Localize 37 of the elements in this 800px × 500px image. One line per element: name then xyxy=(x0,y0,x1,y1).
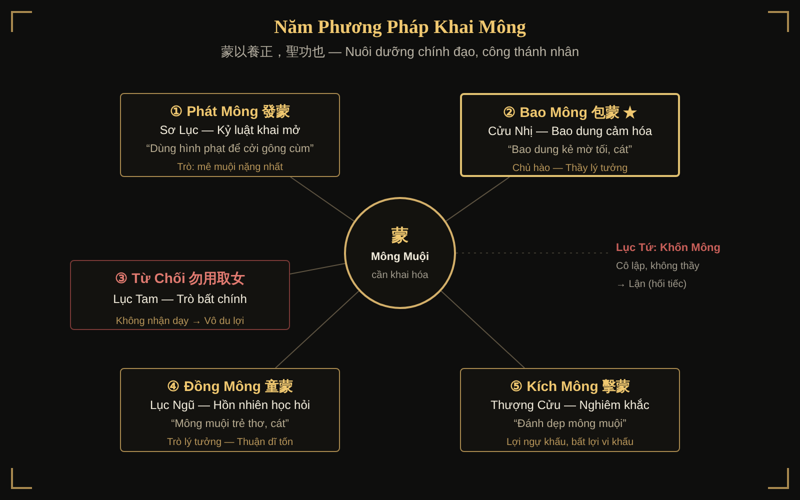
line-subtitle: Sơ Lục — Kỷ luật khai mở xyxy=(160,122,300,139)
note-text: Trò: mê muội nặng nhất xyxy=(177,161,283,175)
side-heading: Lục Tứ: Khốn Mông xyxy=(616,242,720,254)
connector-line xyxy=(274,290,360,368)
line-subtitle: Thượng Cửu — Nghiêm khắc xyxy=(490,397,650,414)
quote-text: “Đánh dẹp mông muội” xyxy=(514,417,626,432)
method-title: ⑤ Kích Mông 擊蒙 xyxy=(510,377,630,395)
method-box xyxy=(120,93,340,177)
method-box xyxy=(460,93,680,177)
method-box xyxy=(120,368,340,452)
connector-line xyxy=(446,176,510,222)
title: Năm Phương Pháp Khai Mông xyxy=(274,16,526,40)
quote-text: “Bao dung kẻ mờ tối, cát” xyxy=(508,143,632,158)
note-text: Lợi ngự khấu, bất lợi vi khấu xyxy=(506,436,634,450)
connector-line xyxy=(290,176,354,222)
connector-line xyxy=(440,290,526,368)
method-title: ② Bao Mông 包蒙 ★ xyxy=(502,103,638,121)
line-subtitle: Lục Ngũ — Hồn nhiên học hỏi xyxy=(150,397,310,414)
quote-text: “Mông muội trẻ thơ, cát” xyxy=(171,417,289,432)
connector-line xyxy=(290,263,346,274)
line-subtitle: Lục Tam — Trò bất chính xyxy=(113,291,247,308)
method-box xyxy=(460,368,680,452)
center-note: cần khai hóa xyxy=(372,270,428,281)
note-text: Chủ hào — Thầy lý tưởng xyxy=(512,162,628,176)
method-title: ① Phát Mông 發蒙 xyxy=(170,102,290,120)
method-title: ④ Đồng Mông 童蒙 xyxy=(167,377,293,395)
center-glyph: 蒙 xyxy=(392,226,408,245)
quote-text: “Dùng hình phạt để cởi gông cùm” xyxy=(146,142,314,157)
subtitle: 蒙以養正，聖功也 — Nuôi dưỡng chính đạo, công thánh nhân xyxy=(220,44,580,60)
center-title: Mông Muội xyxy=(370,251,430,263)
side-note: Cô lập, không thầy xyxy=(616,261,700,272)
method-box xyxy=(70,260,290,330)
line-subtitle: Cửu Nhị — Bao dung cảm hóa xyxy=(488,123,652,140)
note-text: Trò lý tưởng — Thuận dĩ tốn xyxy=(166,436,294,450)
method-title: ③ Từ Chối 勿用取女 xyxy=(114,269,246,287)
side-note: → Lận (hối tiếc) xyxy=(616,279,687,290)
note-text: Không nhận dạy → Vô du lợi xyxy=(116,315,244,329)
